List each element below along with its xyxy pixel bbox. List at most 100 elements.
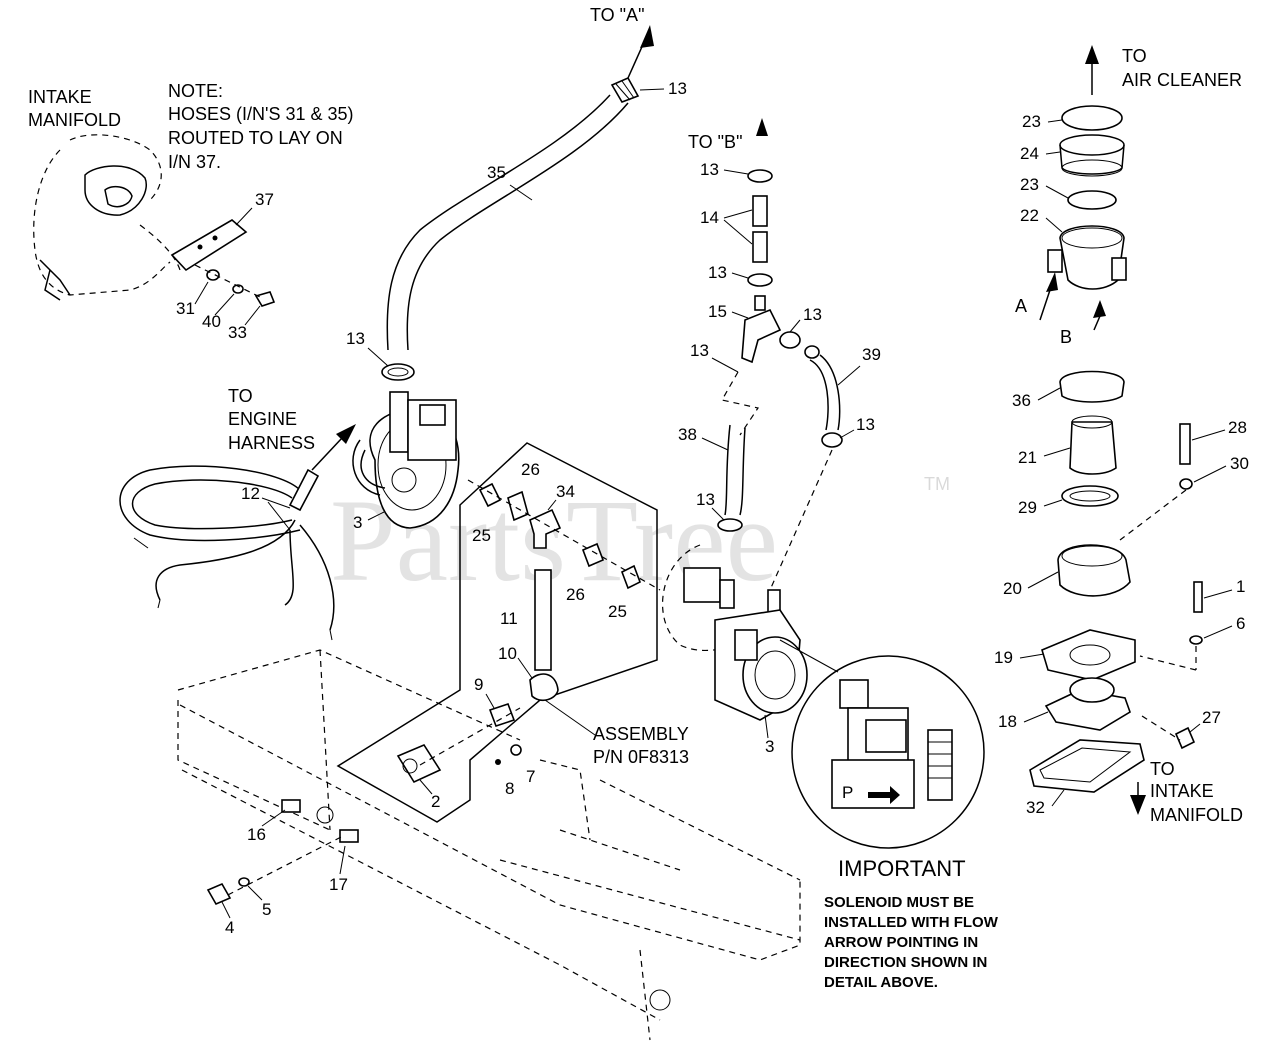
bracket-37: [170, 207, 253, 272]
svg-text:TO: TO: [1150, 759, 1175, 779]
callout-12: 12: [241, 484, 260, 503]
callout-25-right: 25: [608, 602, 627, 621]
svg-text:AIR CLEANER: AIR CLEANER: [1122, 70, 1242, 90]
callout-34: 34: [556, 482, 575, 501]
callout-28: 28: [1228, 418, 1247, 437]
callout-3-right: 3: [765, 737, 774, 756]
svg-text:INTAKE: INTAKE: [1150, 781, 1214, 801]
assembly-fittings: [396, 479, 661, 784]
callout-29: 29: [1018, 498, 1037, 517]
svg-text:HOSES (I/N'S 31 & 35): HOSES (I/N'S 31 & 35): [168, 104, 354, 124]
callout-20: 20: [1003, 579, 1022, 598]
callout-19: 19: [994, 648, 1013, 667]
callout-39: 39: [862, 345, 881, 364]
svg-text:DETAIL ABOVE.: DETAIL ABOVE.: [824, 974, 938, 991]
callout-5: 5: [262, 900, 271, 919]
svg-text:ROUTED TO LAY ON: ROUTED TO LAY ON: [168, 128, 343, 148]
svg-text:TO: TO: [1122, 46, 1147, 66]
svg-text:MANIFOLD: MANIFOLD: [1150, 805, 1243, 825]
callout-13-b3: 13: [803, 305, 822, 324]
callout-8: 8: [505, 779, 514, 798]
callout-35: 35: [487, 163, 506, 182]
callout-31: 31: [176, 299, 195, 318]
svg-text:ENGINE: ENGINE: [228, 409, 297, 429]
callout-16: 16: [247, 825, 266, 844]
callout-32: 32: [1026, 798, 1045, 817]
svg-text:ASSEMBLY: ASSEMBLY: [593, 724, 689, 744]
callout-6: 6: [1236, 614, 1245, 633]
hose-14-fittings: [741, 169, 820, 364]
svg-text:TO "A": TO "A": [590, 5, 644, 25]
callout-13-left: 13: [346, 329, 365, 348]
callout-40: 40: [202, 312, 221, 331]
svg-text:B: B: [1060, 327, 1072, 347]
callout-13-b1: 13: [700, 160, 719, 179]
callout-27: 27: [1202, 708, 1221, 727]
solenoid-detail: P: [779, 639, 985, 849]
svg-text:DIRECTION SHOWN IN: DIRECTION SHOWN IN: [824, 954, 987, 971]
assembly-label: ASSEMBLY P/N 0F8313: [544, 699, 689, 767]
callouts: 13 35 37 31 40 33 13 12 3 25 26 34 26 25…: [176, 79, 1249, 937]
callout-17: 17: [329, 875, 348, 894]
watermark-tm: TM: [924, 474, 950, 494]
arrow-to-engine-harness: TO ENGINE HARNESS: [228, 386, 356, 471]
hose-39: [809, 354, 843, 448]
callout-13-b6: 13: [696, 490, 715, 509]
important-notice: IMPORTANT SOLENOID MUST BE INSTALLED WIT…: [824, 856, 999, 991]
callout-13-b2: 13: [708, 263, 727, 282]
callout-2: 2: [431, 792, 440, 811]
clamp-13-left: [381, 363, 415, 381]
frame-rail: [177, 649, 801, 1041]
svg-text:MANIFOLD: MANIFOLD: [28, 110, 121, 130]
svg-text:SOLENOID MUST BE: SOLENOID MUST BE: [824, 894, 974, 911]
callout-7: 7: [526, 767, 535, 786]
callout-26-top: 26: [521, 460, 540, 479]
callout-15: 15: [708, 302, 727, 321]
svg-text:IMPORTANT: IMPORTANT: [838, 856, 966, 881]
svg-text:P: P: [842, 783, 853, 802]
hose-35: [386, 76, 640, 351]
svg-text:INSTALLED WITH FLOW: INSTALLED WITH FLOW: [824, 914, 999, 931]
regulator-3-left: [352, 391, 460, 529]
svg-text:TO "B": TO "B": [688, 132, 742, 152]
wire-harness-12: [119, 465, 335, 641]
callout-36: 36: [1012, 391, 1031, 410]
regulator-3-right: [662, 544, 808, 721]
arrow-to-intake-manifold: TO INTAKE MANIFOLD: [1130, 759, 1243, 825]
svg-text:INTAKE: INTAKE: [28, 87, 92, 107]
svg-text:I/N 37.: I/N 37.: [168, 152, 221, 172]
hose-38: [717, 371, 833, 591]
callout-9: 9: [474, 675, 483, 694]
callout-18: 18: [998, 712, 1017, 731]
svg-text:HARNESS: HARNESS: [228, 433, 315, 453]
arrow-to-a: TO "A": [590, 5, 654, 79]
callout-26-bottom: 26: [566, 585, 585, 604]
svg-text:P/N 0F8313: P/N 0F8313: [593, 747, 689, 767]
callout-24: 24: [1020, 144, 1039, 163]
callout-11: 11: [500, 609, 518, 628]
callout-13-b4: 13: [690, 341, 709, 360]
callout-22: 22: [1020, 206, 1039, 225]
callout-4: 4: [225, 918, 234, 937]
to-b-arrow: TO "B": [688, 118, 768, 152]
intake-manifold-label: INTAKE MANIFOLD: [28, 87, 121, 130]
air-cleaner-stack: A B: [1015, 105, 1203, 793]
callout-3-left: 3: [353, 513, 362, 532]
callout-38: 38: [678, 425, 697, 444]
svg-text:ARROW POINTING IN: ARROW POINTING IN: [824, 934, 978, 951]
callout-14: 14: [700, 208, 719, 227]
callout-33: 33: [228, 323, 247, 342]
callout-23-bottom: 23: [1020, 175, 1039, 194]
callout-21: 21: [1018, 448, 1037, 467]
callout-13-top: 13: [668, 79, 687, 98]
svg-text:TO: TO: [228, 386, 253, 406]
callout-37: 37: [255, 190, 274, 209]
intake-manifold: [33, 134, 181, 301]
fasteners-31-40-33: [194, 264, 276, 307]
callout-23-top: 23: [1022, 112, 1041, 131]
callout-13-b5: 13: [856, 415, 875, 434]
hose-routing-note: NOTE: HOSES (I/N'S 31 & 35) ROUTED TO LA…: [168, 81, 354, 172]
callout-10: 10: [498, 644, 517, 663]
callout-25-left: 25: [472, 526, 491, 545]
